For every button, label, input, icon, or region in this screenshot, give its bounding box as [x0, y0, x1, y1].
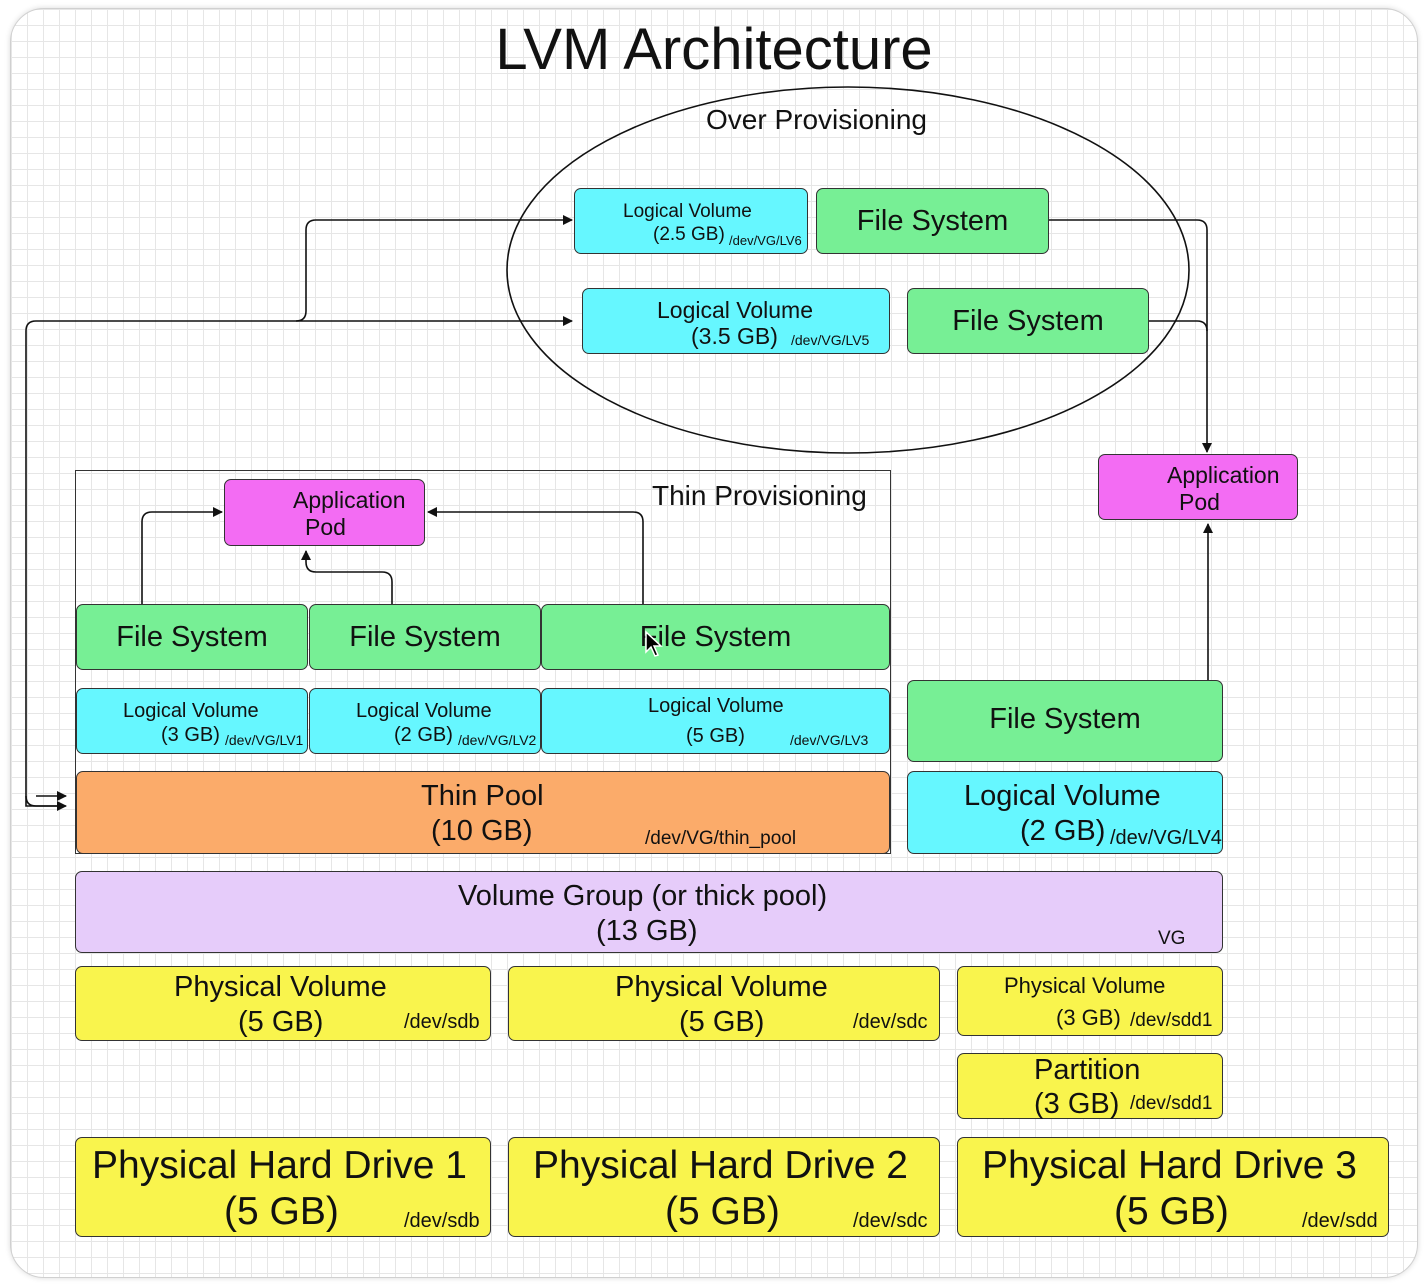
fs-thin-1-label: File System — [116, 621, 268, 653]
pv-sdb-name: Physical Volume — [174, 971, 387, 1003]
volume-group: Volume Group (or thick pool) (13 GB) VG — [75, 871, 1223, 953]
arrow-fs-bottom-to-app-pod — [1149, 320, 1208, 332]
app-pod-thin-line2: Pod — [305, 514, 346, 540]
hdd1-name: Physical Hard Drive 1 — [92, 1144, 467, 1187]
pv-sdb-size: (5 GB) — [238, 1006, 324, 1038]
pv-sdd1-path: /dev/sdd1 — [1130, 1010, 1213, 1031]
over-provisioning-label: Over Provisioning — [706, 104, 927, 135]
arrow-thinpool-to-lv6 — [25, 215, 573, 807]
diagram-title: LVM Architecture — [495, 17, 933, 82]
application-pod-right: Application Pod — [1098, 454, 1298, 520]
hdd3-name: Physical Hard Drive 3 — [982, 1144, 1357, 1187]
lv3-size: (5 GB) — [686, 725, 745, 747]
hdd1-size: (5 GB) — [224, 1190, 339, 1233]
pv-sdc-name: Physical Volume — [615, 971, 828, 1003]
thin-pool-name: Thin Pool — [421, 780, 544, 812]
partition-name: Partition — [1034, 1054, 1141, 1086]
file-system-thin-1: File System — [76, 604, 308, 670]
fs-right-label: File System — [989, 703, 1141, 735]
partition-size: (3 GB) — [1034, 1088, 1120, 1120]
lv6-size: (2.5 GB) — [653, 224, 725, 245]
lv4-size: (2 GB) — [1020, 815, 1106, 847]
lv4-path: /dev/VG/LV4 — [1110, 827, 1222, 849]
lv1-path: /dev/VG/LV1 — [225, 732, 304, 748]
arrow-fs1-to-app-pod — [141, 507, 223, 604]
volume-group-name: Volume Group (or thick pool) — [458, 880, 828, 912]
lv3-name: Logical Volume — [648, 695, 784, 717]
lv4-name: Logical Volume — [964, 780, 1161, 812]
logical-volume-lv5: Logical Volume (3.5 GB) /dev/VG/LV5 — [582, 288, 890, 354]
file-system-right: File System — [907, 680, 1223, 762]
file-system-thin-2: File System — [309, 604, 541, 670]
logical-volume-lv6: Logical Volume (2.5 GB) /dev/VG/LV6 — [574, 188, 808, 254]
thin-provisioning-label: Thin Provisioning — [652, 480, 867, 511]
lv5-path: /dev/VG/LV5 — [791, 332, 870, 348]
arrow-fs-top-to-app-pod — [1049, 219, 1212, 453]
hdd3-path: /dev/sdd — [1302, 1210, 1378, 1232]
lv3-path: /dev/VG/LV3 — [790, 732, 869, 748]
lv1-name: Logical Volume — [123, 700, 259, 722]
arrow-fs2-to-app-pod — [301, 550, 393, 604]
volume-group-size: (13 GB) — [596, 915, 698, 947]
hdd1-path: /dev/sdb — [404, 1210, 480, 1232]
fs-thin-3-label: File System — [639, 621, 792, 653]
partition-path: /dev/sdd1 — [1130, 1093, 1213, 1114]
lv1-size: (3 GB) — [161, 724, 220, 746]
file-system-thin-3: File System — [541, 604, 890, 670]
fs-thin-2-label: File System — [349, 621, 501, 653]
fs-over-top-label: File System — [856, 205, 1009, 237]
lv5-size: (3.5 GB) — [691, 323, 778, 349]
fs-over-bottom-label: File System — [952, 305, 1104, 337]
pv-sdc-path: /dev/sdc — [853, 1011, 928, 1033]
logical-volume-lv2: Logical Volume (2 GB) /dev/VG/LV2 — [309, 688, 541, 754]
physical-volume-sdc: Physical Volume (5 GB) /dev/sdc — [508, 966, 940, 1041]
lv2-size: (2 GB) — [394, 724, 453, 746]
hdd2-size: (5 GB) — [665, 1190, 780, 1233]
hdd2-name: Physical Hard Drive 2 — [533, 1144, 908, 1187]
app-pod-thin-line1: Application — [293, 487, 406, 513]
pv-sdd1-name: Physical Volume — [1004, 973, 1166, 998]
pv-sdc-size: (5 GB) — [679, 1006, 765, 1038]
logical-volume-lv3: Logical Volume (5 GB) /dev/VG/LV3 — [541, 688, 890, 754]
hdd2-path: /dev/sdc — [853, 1210, 928, 1232]
lv6-path: /dev/VG/LV6 — [729, 233, 802, 248]
volume-group-path: VG — [1158, 928, 1186, 949]
logical-volume-lv4: Logical Volume (2 GB) /dev/VG/LV4 — [907, 771, 1223, 854]
lv2-path: /dev/VG/LV2 — [458, 732, 537, 748]
pv-sdd1-size: (3 GB) — [1056, 1005, 1121, 1030]
thin-pool-path: /dev/VG/thin_pool — [645, 828, 797, 849]
file-system-over-top: File System — [816, 188, 1049, 254]
pv-sdb-path: /dev/sdb — [404, 1011, 480, 1033]
thin-pool-size: (10 GB) — [431, 815, 533, 847]
thin-pool: Thin Pool (10 GB) /dev/VG/thin_pool — [76, 771, 890, 854]
lv6-name: Logical Volume — [623, 201, 752, 222]
lv5-name: Logical Volume — [657, 297, 813, 323]
arrow-fs3-to-app-pod — [427, 507, 644, 604]
hard-drive-1: Physical Hard Drive 1 (5 GB) /dev/sdb — [75, 1137, 491, 1237]
physical-volume-sdd1: Physical Volume (3 GB) /dev/sdd1 — [957, 966, 1223, 1036]
app-pod-right-line1: Application — [1167, 462, 1280, 488]
lv2-name: Logical Volume — [356, 700, 492, 722]
file-system-over-bottom: File System — [907, 288, 1149, 354]
hdd3-size: (5 GB) — [1114, 1190, 1229, 1233]
logical-volume-lv1: Logical Volume (3 GB) /dev/VG/LV1 — [76, 688, 308, 754]
over-provisioning-ellipse — [506, 86, 1190, 454]
application-pod-thin: Application Pod — [224, 479, 425, 546]
app-pod-right-line2: Pod — [1179, 489, 1220, 515]
mouse-cursor-icon — [645, 630, 663, 657]
physical-volume-sdb: Physical Volume (5 GB) /dev/sdb — [75, 966, 491, 1041]
partition-sdd1: Partition (3 GB) /dev/sdd1 — [957, 1053, 1223, 1119]
hard-drive-2: Physical Hard Drive 2 (5 GB) /dev/sdc — [508, 1137, 940, 1237]
hard-drive-3: Physical Hard Drive 3 (5 GB) /dev/sdd — [957, 1137, 1389, 1237]
arrow-left-into-thinpool — [25, 796, 67, 811]
